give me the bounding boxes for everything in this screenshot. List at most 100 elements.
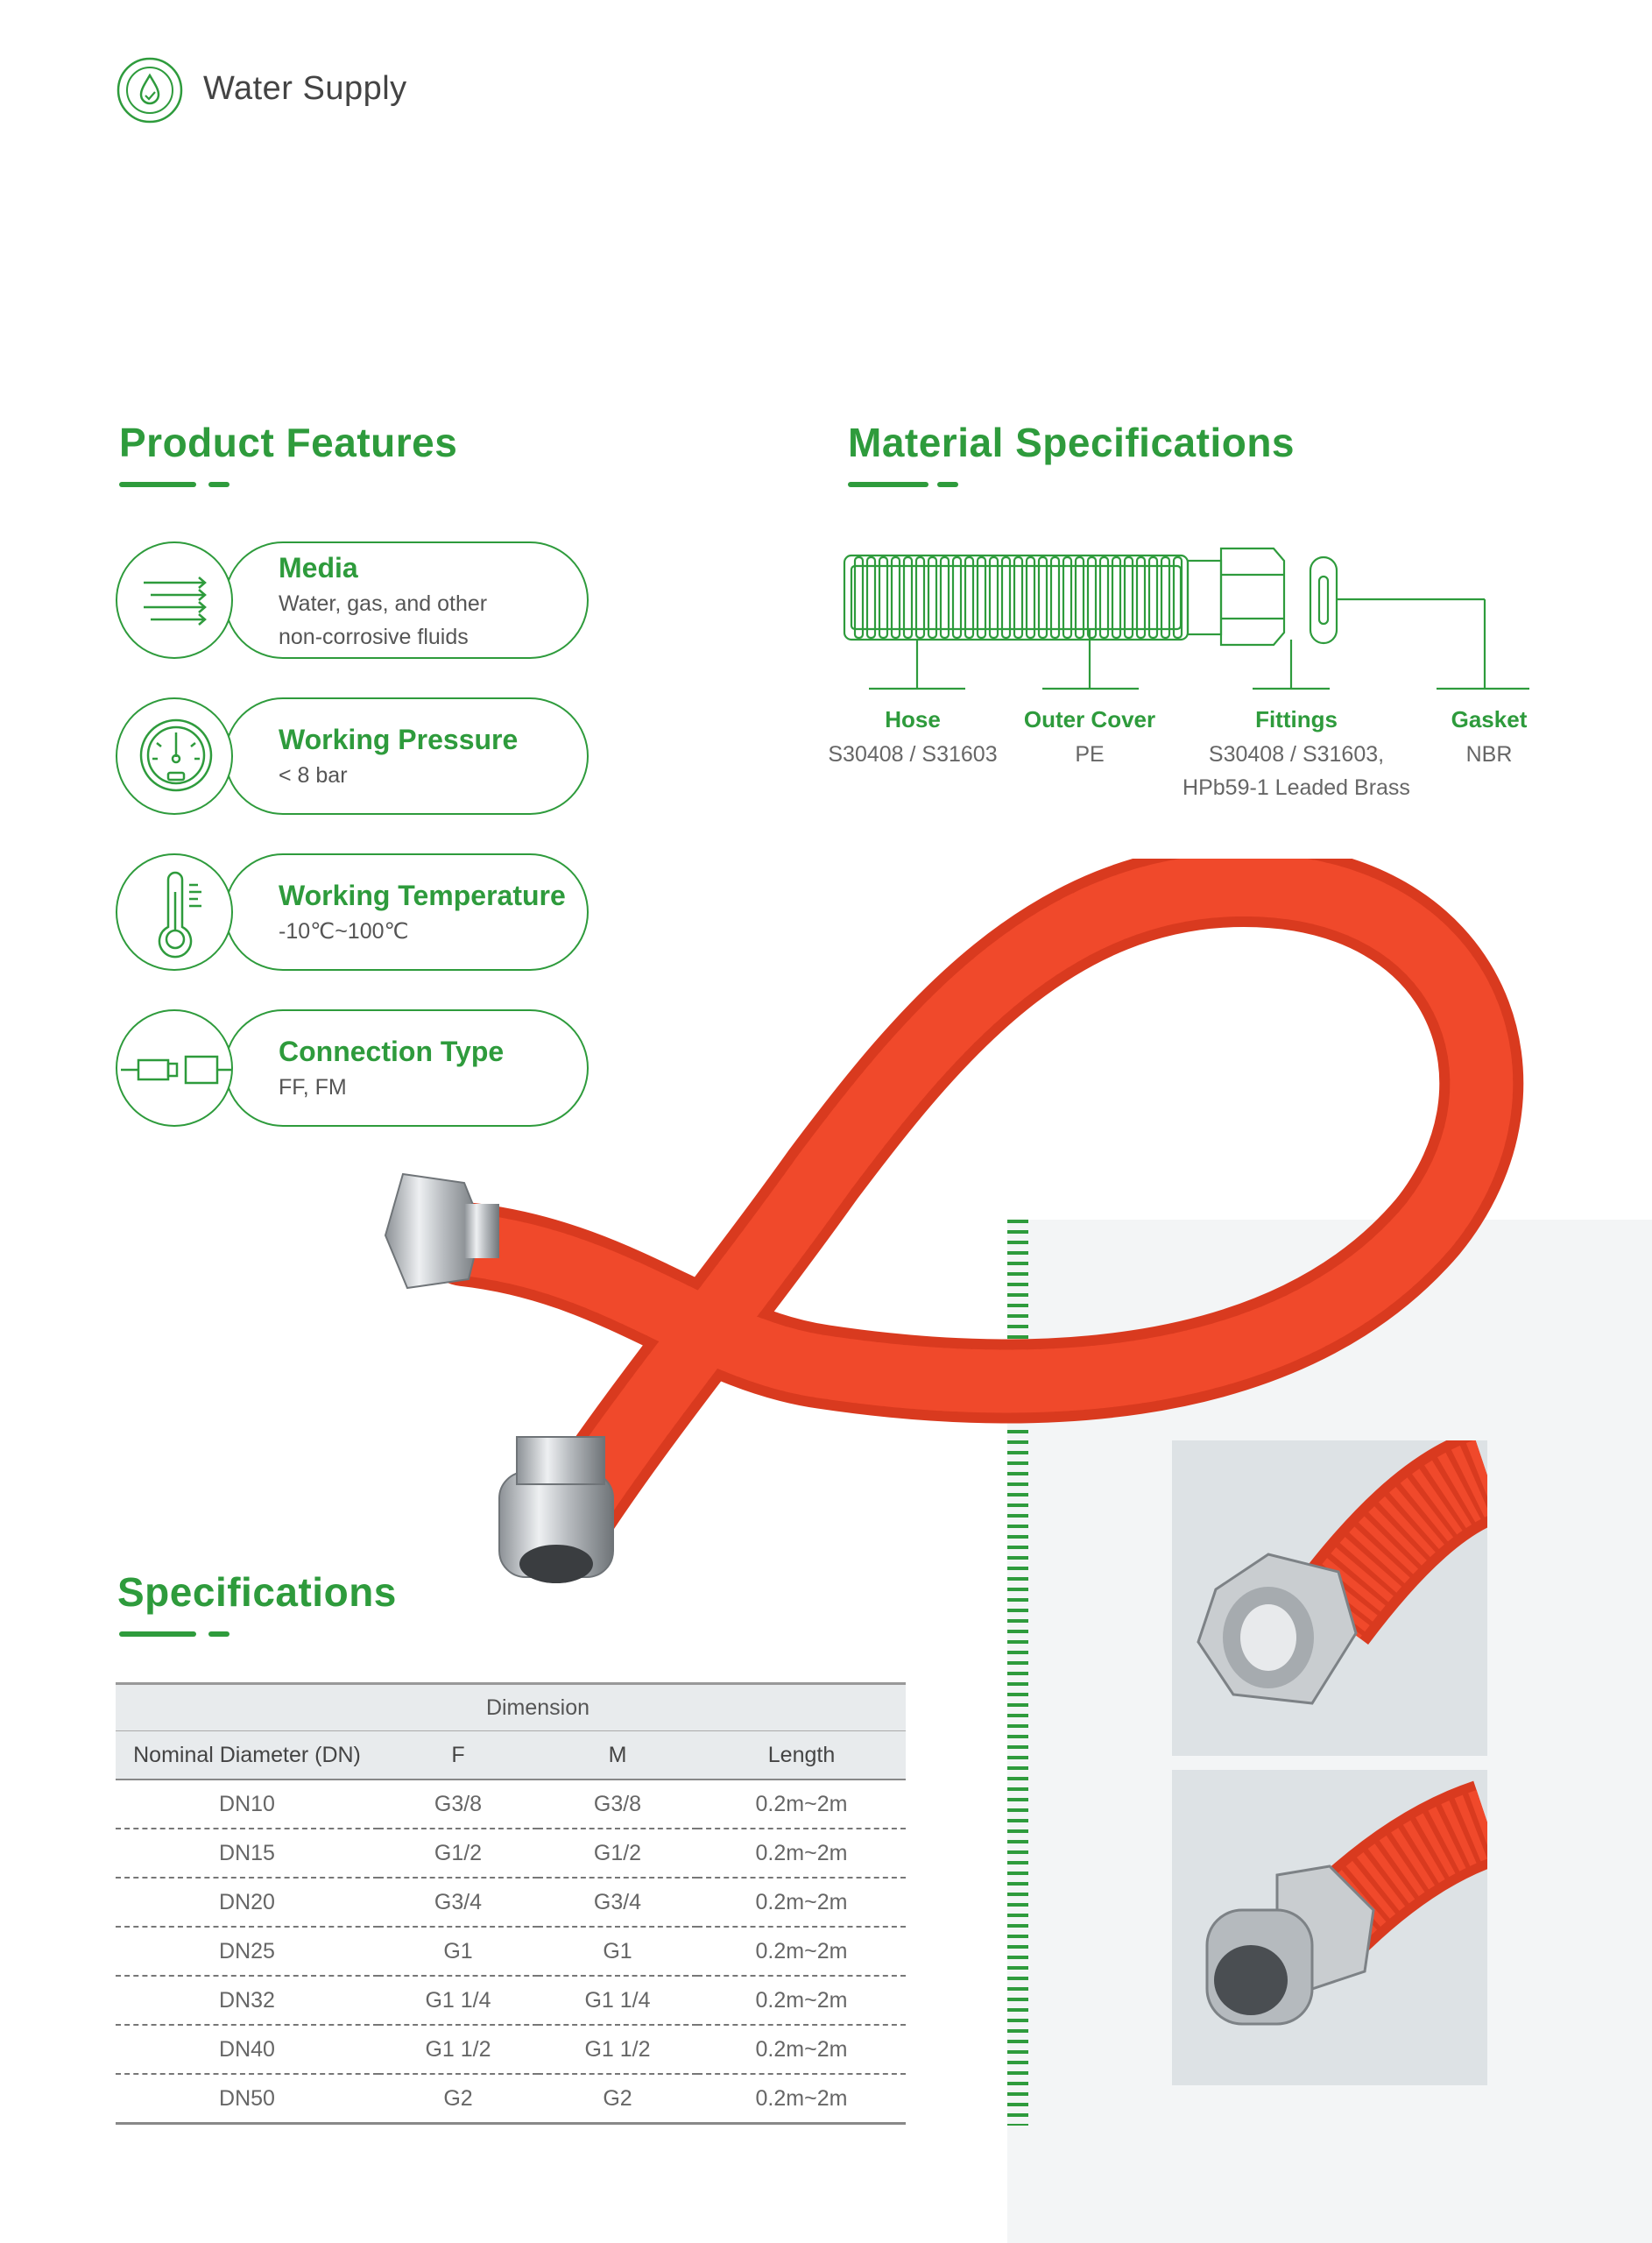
table-cell: G3/8 (378, 1780, 538, 1829)
table-row: DN32 G1 1/4 G1 1/4 0.2m~2m (116, 1976, 906, 2026)
material-value-outer-cover: PE (1075, 742, 1105, 767)
hose-rib (1098, 555, 1110, 640)
hose-rib (853, 555, 865, 640)
table-cell: G1 (378, 1927, 538, 1977)
feature-connection-type: Connection Type FF, FM (116, 1009, 589, 1130)
title-underline (119, 482, 196, 487)
table-cell: DN32 (116, 1976, 378, 2026)
feature-pill (224, 541, 589, 659)
table-row: DN40 G1 1/2 G1 1/2 0.2m~2m (116, 2025, 906, 2075)
hose-rib (1172, 555, 1183, 640)
column-header-length: Length (697, 1730, 906, 1780)
flow-lines-icon (144, 577, 207, 626)
material-specifications-title: Material Specifications (848, 420, 1295, 465)
table-cell: G1 1/4 (378, 1976, 538, 2026)
column-header-m: M (538, 1730, 697, 1780)
table-cell: G1 (538, 1927, 697, 1977)
column-header-f: F (378, 1730, 538, 1780)
feature-text-line: non-corrosive fluids (279, 625, 469, 649)
table-row: DN15 G1/2 G1/2 0.2m~2m (116, 1829, 906, 1879)
feature-icon-circle (116, 853, 233, 971)
table-cell: G3/4 (378, 1878, 538, 1928)
table-cell: DN15 (116, 1829, 378, 1879)
hose-rib (902, 555, 914, 640)
feature-pill (224, 853, 589, 971)
hose-assembly-diagram (843, 547, 1529, 690)
table-cell: DN10 (116, 1780, 378, 1829)
hose-rib (1123, 555, 1134, 640)
table-cell: G3/4 (538, 1878, 697, 1928)
page-header-title: Water Supply (203, 70, 407, 107)
feature-title: Working Temperature (279, 880, 566, 911)
feature-icon-circle (116, 697, 233, 815)
feature-text-line: < 8 bar (279, 763, 348, 788)
feature-working-pressure: Working Pressure < 8 bar (116, 697, 589, 818)
specifications-table: Dimension Nominal Diameter (DN) F M Leng… (116, 1682, 906, 2125)
feature-icon-circle (116, 1009, 233, 1127)
feature-text-line: -10℃~100℃ (279, 919, 409, 944)
table-cell: G1/2 (538, 1829, 697, 1879)
feature-icon-circle (116, 541, 233, 659)
hose-rib (964, 555, 975, 640)
female-fitting-image (1197, 1440, 1487, 1705)
hose-rib (890, 555, 901, 640)
hose-rib (976, 555, 987, 640)
hose-rib (1049, 555, 1061, 640)
material-value-fittings: S30408 / S31603, (1208, 742, 1385, 767)
title-underline (848, 482, 928, 487)
feature-title: Media (279, 552, 358, 584)
hose-rib (988, 555, 999, 640)
table-cell: G3/8 (538, 1780, 697, 1829)
specifications-title: Specifications (117, 1569, 397, 1615)
water-drop-icon (116, 57, 183, 124)
fitting-closeup-male (1172, 1770, 1487, 2085)
table-row: DN20 G3/4 G3/4 0.2m~2m (116, 1878, 906, 1928)
material-label-gasket: Gasket (1451, 706, 1528, 732)
title-underline-dot (208, 1631, 229, 1637)
table-cell: G1 1/4 (538, 1976, 697, 2026)
title-underline (119, 1631, 196, 1637)
hose-rib (927, 555, 938, 640)
hose-rib (878, 555, 889, 640)
hose-product-image (384, 859, 1524, 1583)
table-row: DN10 G3/8 G3/8 0.2m~2m (116, 1780, 906, 1829)
table-cell: DN50 (116, 2074, 378, 2125)
material-value-hose: S30408 / S31603 (828, 742, 998, 767)
table-cell: 0.2m~2m (697, 1829, 906, 1879)
hose-rib (1111, 555, 1122, 640)
hose-rib (939, 555, 950, 640)
title-underline-dot (937, 482, 958, 487)
hose-rib (951, 555, 963, 640)
material-label-fittings: Fittings (1255, 706, 1338, 732)
table-cell: G1 1/2 (538, 2025, 697, 2075)
feature-text-line: FF, FM (279, 1075, 347, 1100)
pressure-gauge-icon (139, 718, 213, 792)
feature-title: Connection Type (279, 1036, 505, 1067)
table-cell: G1/2 (378, 1829, 538, 1879)
table-group-header-spacer (697, 1682, 906, 1731)
feature-working-temperature: Working Temperature -10℃~100℃ (116, 853, 589, 974)
table-cell: 0.2m~2m (697, 1878, 906, 1928)
feature-media: Media Water, gas, and other non-corrosiv… (116, 541, 589, 662)
table-group-header: Dimension (378, 1682, 697, 1731)
hose-rib (865, 555, 877, 640)
feature-title: Working Pressure (279, 724, 519, 755)
table-cell: 0.2m~2m (697, 1927, 906, 1977)
table-cell: 0.2m~2m (697, 1780, 906, 1829)
table-row: DN25 G1 G1 0.2m~2m (116, 1927, 906, 1977)
table-group-header-spacer (116, 1682, 378, 1731)
material-value-fittings: HPb59-1 Leaded Brass (1183, 775, 1410, 800)
table-cell: DN20 (116, 1878, 378, 1928)
table-cell: G1 1/2 (378, 2025, 538, 2075)
hose-rib (1086, 555, 1098, 640)
title-underline-dot (208, 482, 229, 487)
product-features-title: Product Features (119, 420, 458, 465)
table-cell: 0.2m~2m (697, 1976, 906, 2026)
feature-pill (224, 697, 589, 815)
hose-rib (1000, 555, 1012, 640)
table-cell: G2 (378, 2074, 538, 2125)
table-row: DN50 G2 G2 0.2m~2m (116, 2074, 906, 2125)
table-cell: G2 (538, 2074, 697, 2125)
table-cell: 0.2m~2m (697, 2025, 906, 2075)
table-cell: DN25 (116, 1927, 378, 1977)
